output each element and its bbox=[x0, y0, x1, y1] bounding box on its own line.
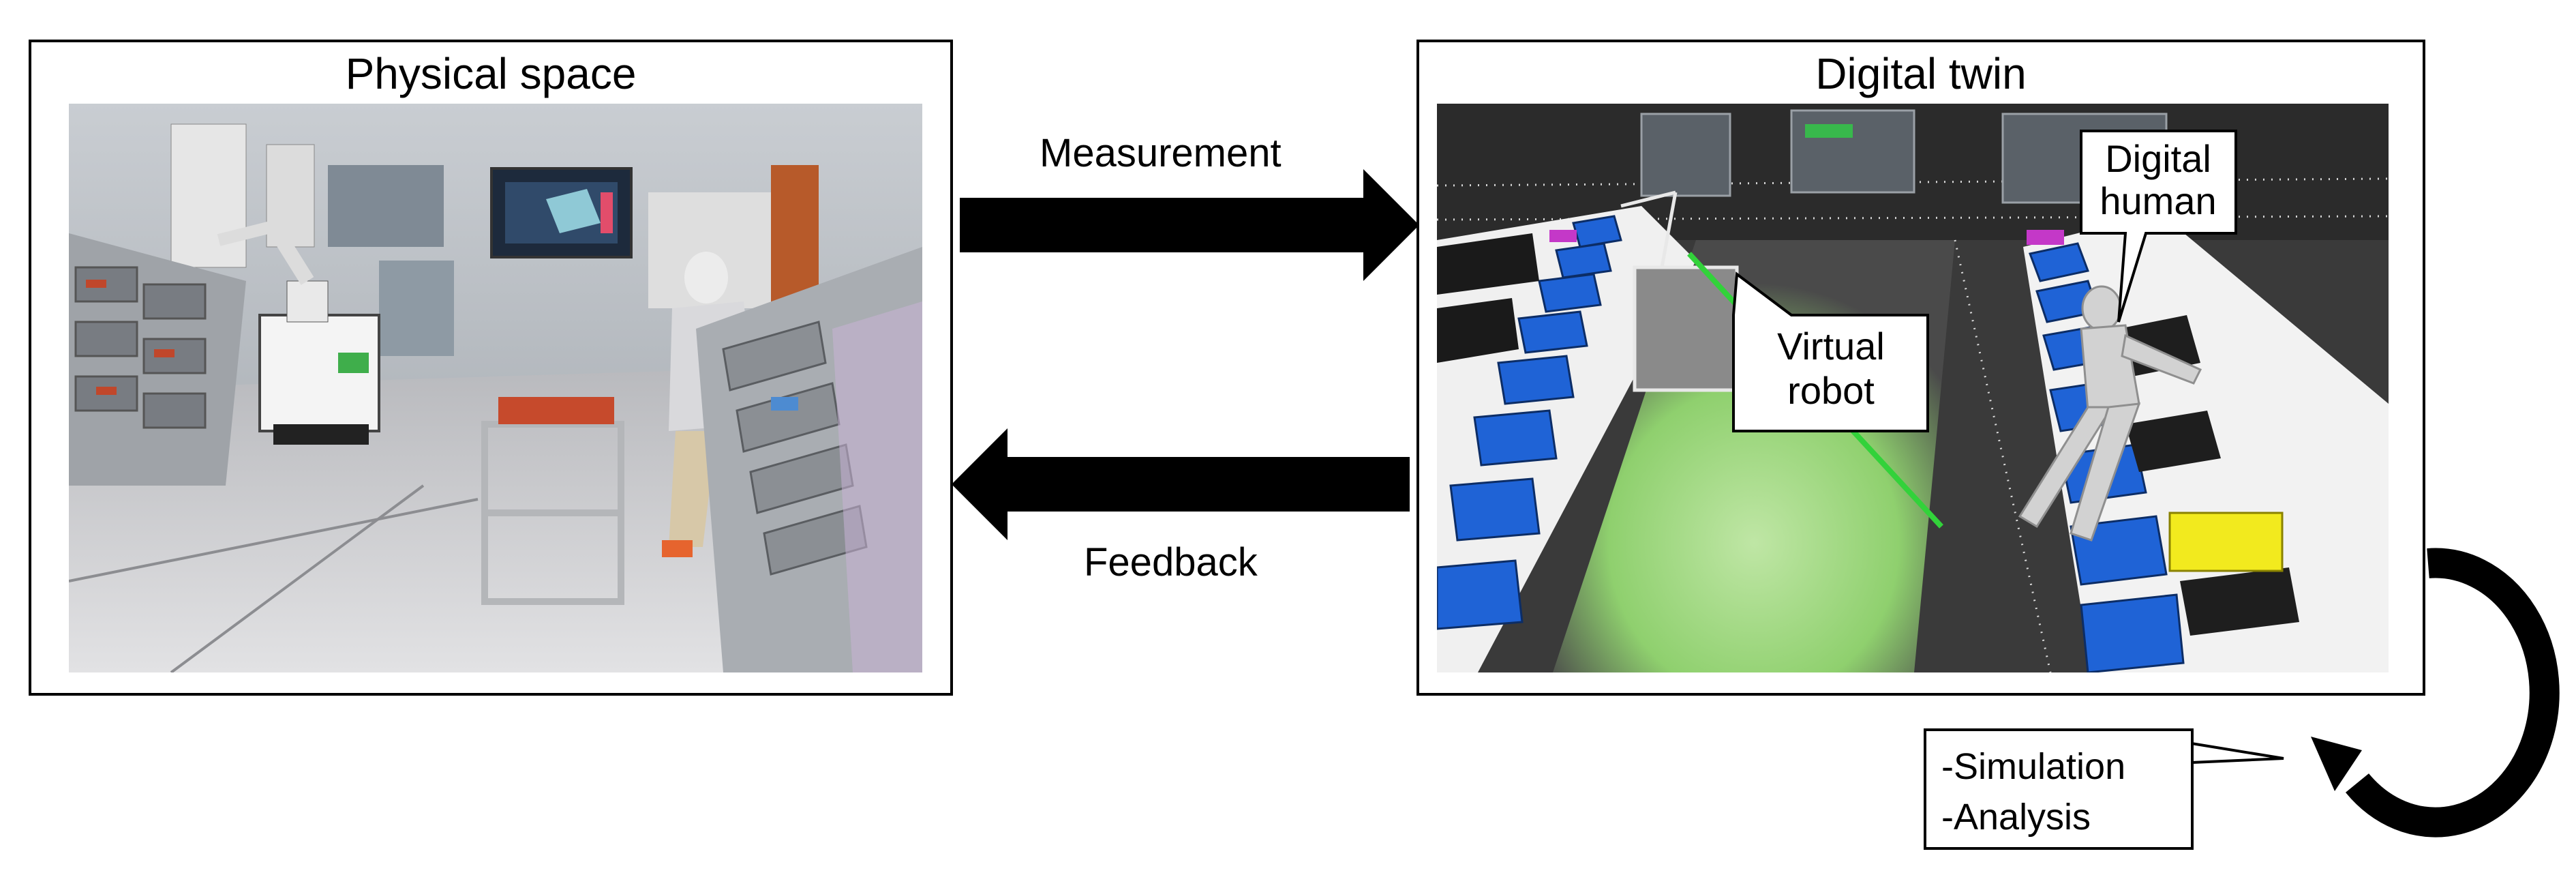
feedback-label: Feedback bbox=[1084, 540, 1258, 585]
note-analysis: -Analysis bbox=[1941, 797, 2091, 838]
virtual-robot-callout-line-1: Virtual bbox=[1777, 325, 1885, 368]
virtual-robot-callout bbox=[1732, 271, 1929, 432]
physical-space-title: Physical space bbox=[345, 49, 637, 98]
digital-twin-title: Digital twin bbox=[1815, 49, 2027, 98]
simulation-analysis-note: -Simulation -Analysis bbox=[1924, 728, 2194, 850]
note-connector bbox=[2190, 741, 2284, 765]
physical-space-panel: Physical space bbox=[29, 40, 953, 696]
feedback-arrow bbox=[952, 428, 1410, 540]
digital-human-callout-line-1: Digital bbox=[2105, 137, 2211, 180]
digital-human-callout-line-2: human bbox=[2100, 179, 2216, 222]
virtual-robot-callout-line-2: robot bbox=[1787, 369, 1875, 412]
measurement-arrow bbox=[960, 169, 1419, 281]
point-cloud-scene-image: Digital human Virtual robot bbox=[1437, 104, 2389, 672]
simulation-loop-arrow bbox=[2346, 548, 2560, 838]
physical-space-photo bbox=[69, 104, 922, 672]
loop-arrowhead bbox=[2311, 737, 2362, 791]
digital-twin-panel: Digital twin bbox=[1416, 40, 2425, 696]
digital-twin-image: Digital human Virtual robot bbox=[1437, 104, 2389, 672]
note-simulation: -Simulation bbox=[1941, 746, 2126, 787]
measurement-label: Measurement bbox=[1040, 131, 1282, 175]
digital-human-callout bbox=[2080, 130, 2237, 323]
warehouse-scene-image bbox=[69, 104, 922, 672]
